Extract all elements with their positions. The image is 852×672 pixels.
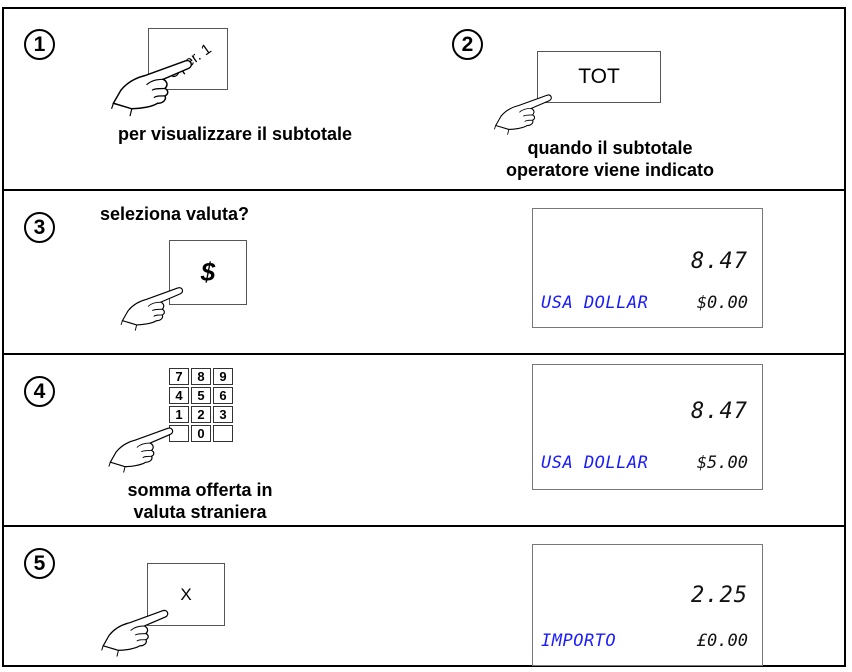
step-number: 3 bbox=[24, 212, 55, 243]
display-currency: USA DOLLAR bbox=[541, 293, 649, 313]
display-value: $5.00 bbox=[696, 453, 748, 473]
step-number: 5 bbox=[24, 548, 55, 579]
keypad-key[interactable]: 2 bbox=[191, 406, 211, 423]
display-currency: IMPORTO bbox=[541, 631, 617, 651]
keypad-key[interactable]: 3 bbox=[213, 406, 233, 423]
multiply-key-label: X bbox=[180, 584, 192, 604]
pointing-hand-icon bbox=[108, 427, 174, 474]
keypad-key[interactable]: 5 bbox=[191, 387, 211, 404]
currency-key-label: $ bbox=[200, 257, 216, 287]
currency-key[interactable]: $ bbox=[169, 240, 247, 305]
tot-key-label: TOT bbox=[578, 65, 620, 88]
keypad-key[interactable]: 6 bbox=[213, 387, 233, 404]
step-number: 1 bbox=[24, 29, 55, 60]
step-caption: somma offerta in valuta straniera bbox=[127, 480, 273, 522]
display-value: $0.00 bbox=[696, 293, 748, 313]
multiply-key[interactable]: X bbox=[147, 563, 225, 626]
pointing-hand-icon bbox=[120, 287, 184, 332]
step-number: 4 bbox=[24, 376, 55, 407]
step-caption: quando il subtotale operatore viene indi… bbox=[505, 138, 715, 180]
pointing-hand-icon bbox=[493, 94, 552, 136]
row-divider bbox=[2, 525, 846, 527]
instruction-frame bbox=[2, 7, 846, 667]
pointing-hand-icon bbox=[110, 59, 192, 117]
display-amount: 2.25 bbox=[691, 583, 748, 608]
register-display: 8.47 USA DOLLAR $5.00 bbox=[532, 364, 763, 490]
step-caption: seleziona valuta? bbox=[100, 204, 250, 224]
keypad-key[interactable]: 4 bbox=[169, 387, 189, 404]
register-display: 2.25 IMPORTO £0.00 bbox=[532, 544, 763, 666]
display-amount: 8.47 bbox=[691, 249, 748, 274]
step-number: 2 bbox=[452, 29, 483, 60]
keypad-key[interactable] bbox=[213, 425, 233, 442]
step-caption: per visualizzare il subtotale bbox=[117, 124, 353, 144]
keypad-key[interactable]: 7 bbox=[169, 368, 189, 385]
row-divider bbox=[2, 189, 846, 191]
keypad-key[interactable]: 8 bbox=[191, 368, 211, 385]
display-value: £0.00 bbox=[696, 631, 748, 651]
display-amount: 8.47 bbox=[691, 399, 748, 424]
register-display: 8.47 USA DOLLAR $0.00 bbox=[532, 208, 763, 328]
keypad-key[interactable]: 9 bbox=[213, 368, 233, 385]
keypad-key[interactable]: 1 bbox=[169, 406, 189, 423]
pointing-hand-icon bbox=[101, 609, 169, 658]
display-currency: USA DOLLAR bbox=[541, 453, 649, 473]
numeric-keypad: 7 8 9 4 5 6 1 2 3 0 bbox=[169, 368, 233, 442]
row-divider bbox=[2, 353, 846, 355]
keypad-key[interactable]: 0 bbox=[191, 425, 211, 442]
tot-key[interactable]: TOT bbox=[537, 51, 661, 103]
